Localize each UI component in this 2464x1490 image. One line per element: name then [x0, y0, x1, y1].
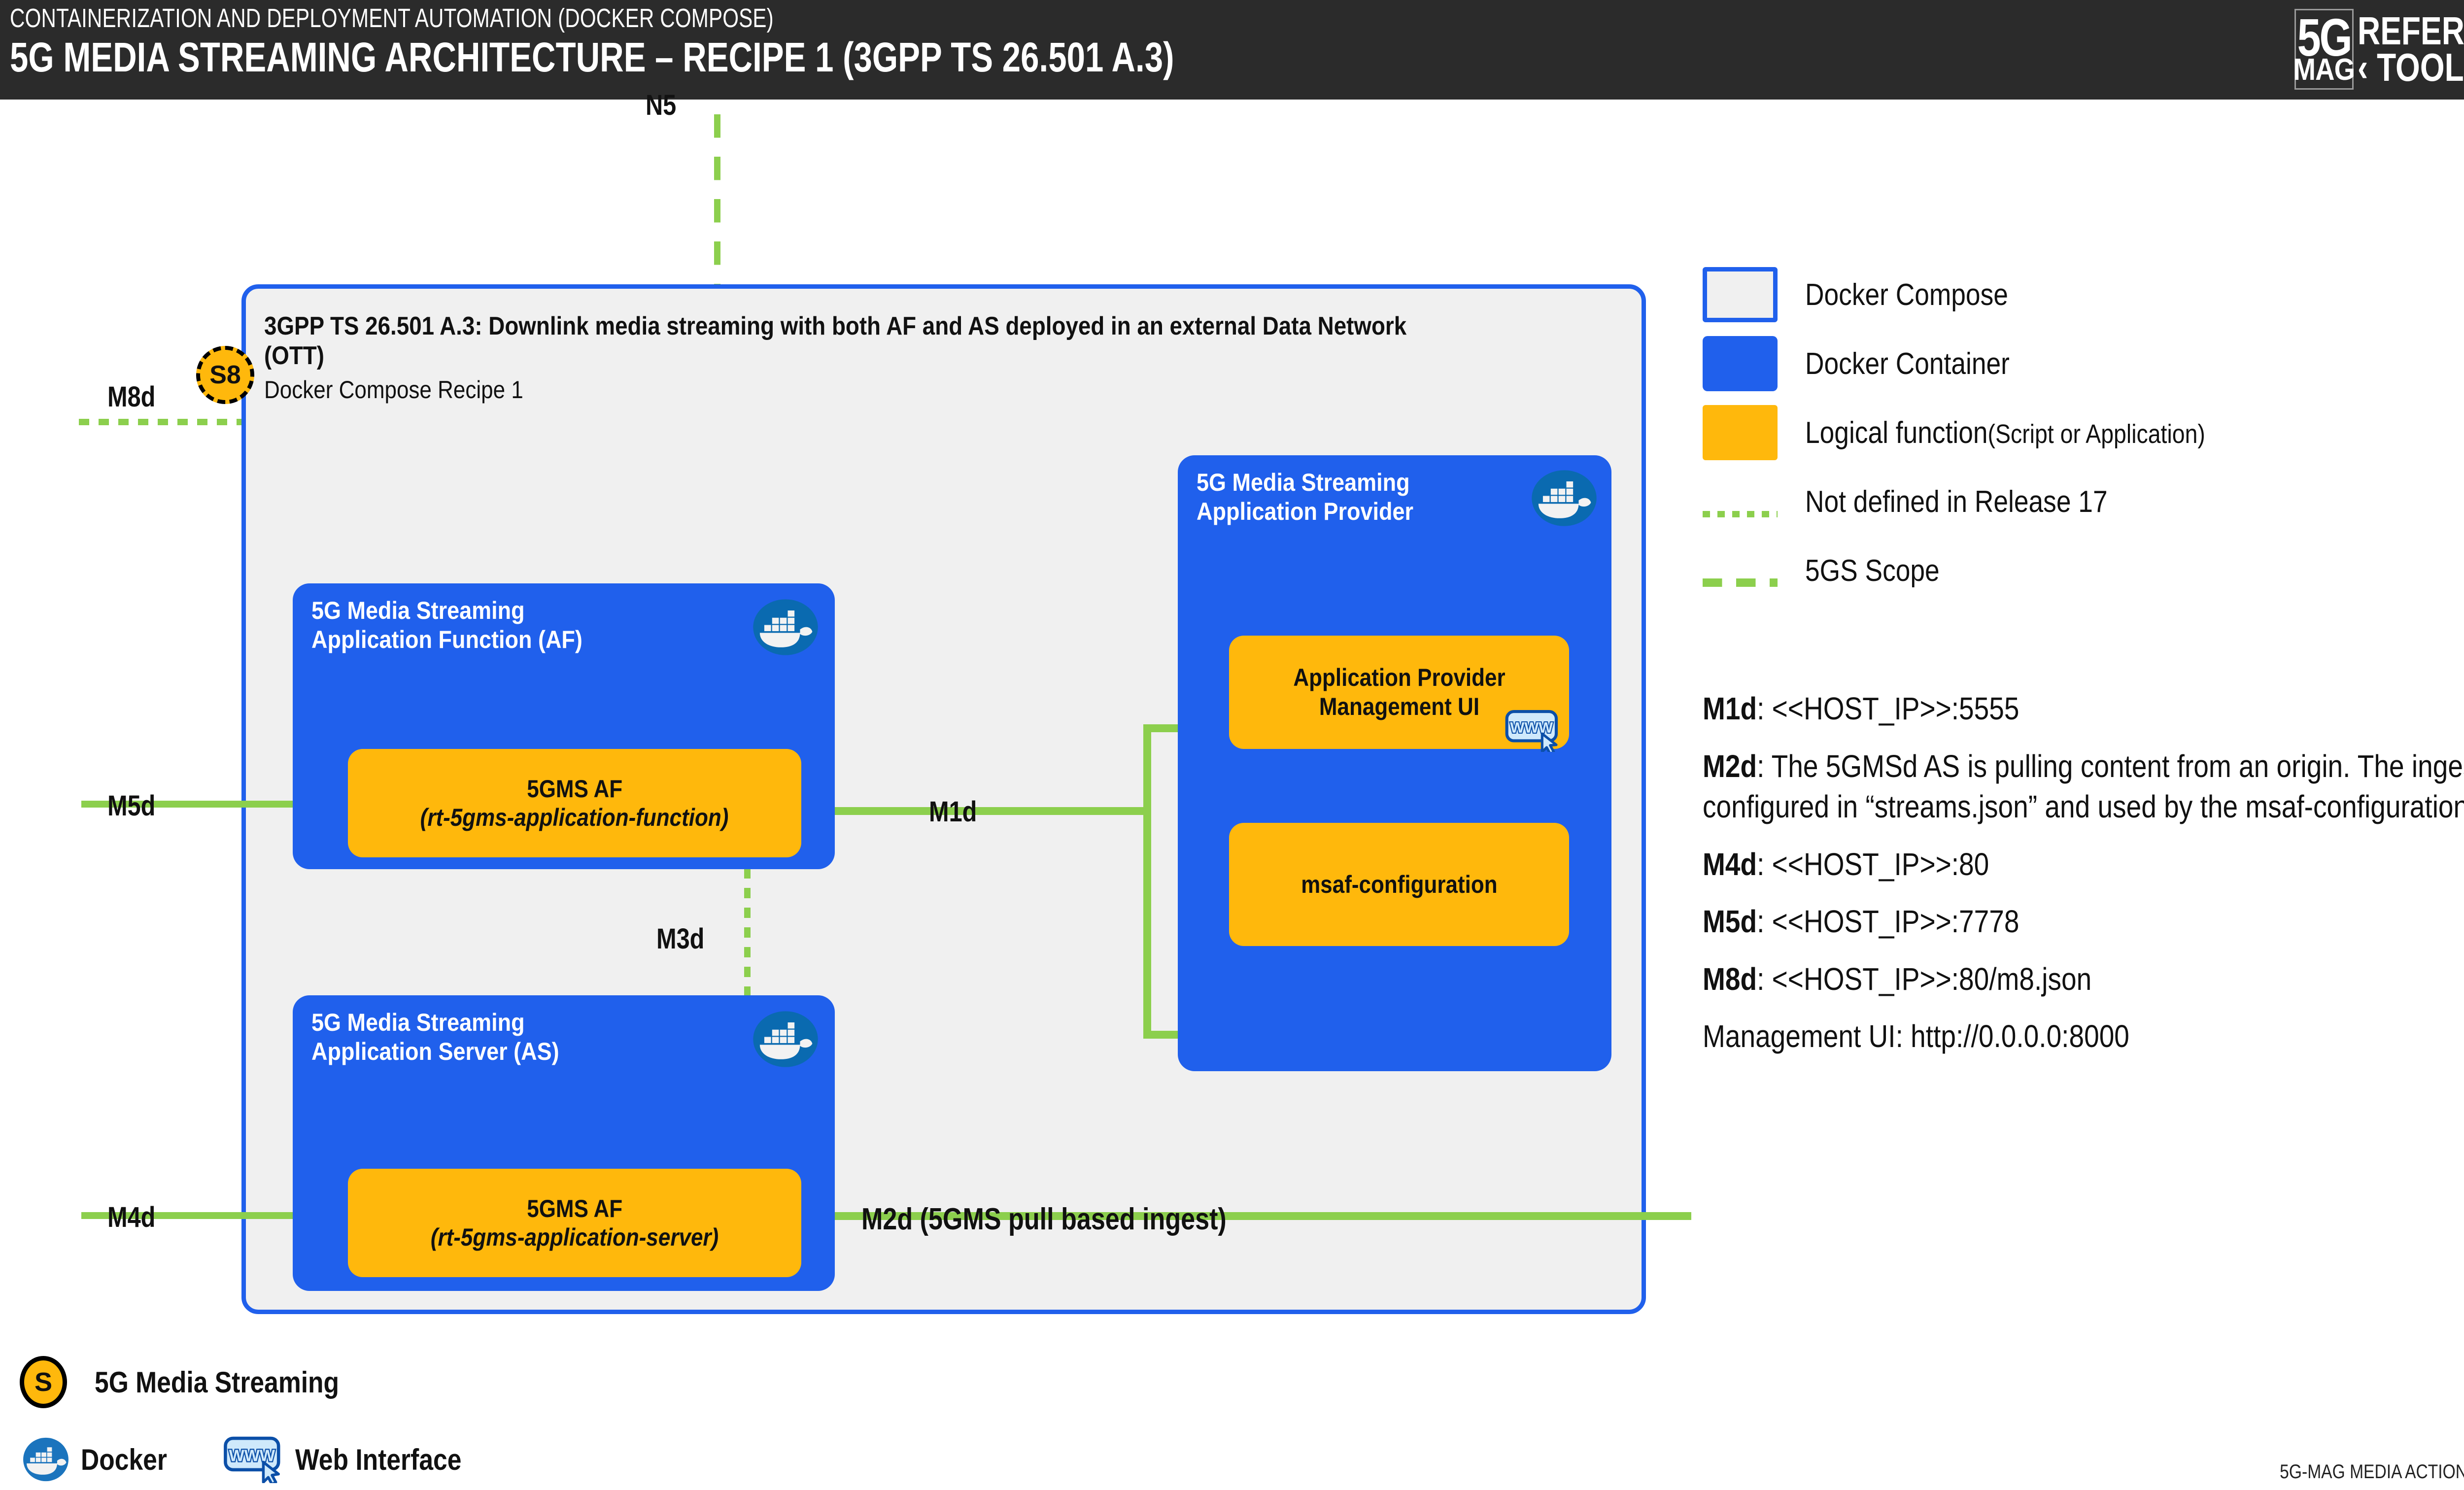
legend-panel: Docker Compose Docker Container Logical … — [1703, 267, 2464, 612]
interface-label-n5: N5 — [646, 89, 677, 121]
fn-as-line1: 5GMS AF — [527, 1195, 622, 1222]
container-application-server[interactable]: 5G Media Streaming Application Server (A… — [293, 995, 835, 1291]
note-m8d-key: M8d — [1703, 961, 1757, 997]
legend-item-docker-container: Docker Container — [1703, 336, 2464, 391]
www-web-interface-icon: WWW — [224, 1436, 280, 1483]
legend-item-logical-function: Logical function (Script or Application) — [1703, 405, 2464, 460]
bottom-legend-row-5gms: S 5G Media Streaming — [20, 1356, 489, 1408]
container-as-title: 5G Media Streaming Application Server (A… — [311, 1009, 559, 1065]
logo-mag-text: MAG — [2293, 52, 2355, 87]
note-mgmt-text: Management UI: http://0.0.0.0:8000 — [1703, 1018, 2129, 1054]
compose-caption-sub: Docker Compose Recipe 1 — [264, 376, 523, 404]
s-badge-icon: S — [20, 1356, 67, 1408]
legend-swatch-dotted-line-icon — [1703, 510, 1778, 517]
legend-label-5gs-scope: 5GS Scope — [1805, 553, 1940, 588]
bottom-legend-label-5gms: 5G Media Streaming — [95, 1365, 340, 1399]
docker-whale-icon — [23, 1437, 68, 1482]
legend-swatch-compose-icon — [1703, 267, 1778, 322]
container-provider-title: 5G Media Streaming Application Provider — [1197, 469, 1414, 525]
legend-label-docker-compose: Docker Compose — [1805, 277, 2008, 312]
note-m8d: M8d: <<HOST_IP>>:80/m8.json — [1703, 959, 2464, 1000]
copyright-footer: 5G-MAG MEDIA ACTION GROUP © 2025 — [2280, 1461, 2464, 1483]
brand-logo: 5G MAG REFERENCE ‹ TOOLS /› — [2293, 7, 2464, 92]
s8-badge: S8 — [196, 346, 254, 404]
legend-swatch-container-icon — [1703, 336, 1778, 391]
note-m2d-key: M2d — [1703, 748, 1757, 784]
www-web-interface-icon[interactable]: WWW — [1504, 710, 1566, 752]
logo-tools-text: ‹ TOOLS /› — [2357, 45, 2464, 89]
compose-caption-main: 3GPP TS 26.501 A.3: Downlink media strea… — [264, 312, 1407, 371]
m5d-connector-line — [81, 801, 342, 808]
legend-swatch-logical-icon — [1703, 405, 1778, 460]
svg-text:WWW: WWW — [229, 1446, 275, 1464]
legend-label-logical-function: Logical function (Script or Application) — [1805, 415, 2205, 450]
header-kicker: CONTAINERIZATION AND DEPLOYMENT AUTOMATI… — [10, 3, 774, 33]
note-m2d: M2d: The 5GMSd AS is pulling content fro… — [1703, 746, 2464, 827]
note-m4d-key: M4d — [1703, 846, 1757, 882]
container-application-function[interactable]: 5G Media Streaming Application Function … — [293, 583, 835, 869]
docker-whale-icon — [1532, 470, 1597, 526]
logical-function-management-ui[interactable]: Application Provider Management UI WWW — [1229, 636, 1569, 752]
logical-function-5gms-af[interactable]: 5GMS AF (rt-5gms-application-function) — [348, 749, 801, 857]
note-m5d-key: M5d — [1703, 904, 1757, 940]
note-m5d-text: : <<HOST_IP>>:7778 — [1757, 904, 2019, 940]
legend-label-docker-container: Docker Container — [1805, 346, 2010, 381]
legend-label-not-defined: Not defined in Release 17 — [1805, 484, 2108, 519]
note-m8d-text: : <<HOST_IP>>:80/m8.json — [1757, 961, 2092, 997]
logical-function-msaf-configuration[interactable]: msaf-configuration — [1229, 823, 1569, 946]
architecture-diagram: N5 M8d 3GPP TS 26.501 A.3: Downlink medi… — [0, 89, 2464, 1490]
svg-text:WWW: WWW — [1510, 719, 1553, 736]
note-m1d: M1d: <<HOST_IP>>:5555 — [1703, 688, 2464, 729]
page-title: 5G MEDIA STREAMING ARCHITECTURE – RECIPE… — [10, 34, 1174, 80]
fn-af-line2: (rt-5gms-application-function) — [420, 804, 729, 831]
legend-item-docker-compose: Docker Compose — [1703, 267, 2464, 322]
legend-label-logical-main: Logical function — [1805, 415, 1988, 450]
m1d-bracket-spine — [1143, 724, 1151, 1039]
bottom-legend-label-web: Web Interface — [295, 1443, 462, 1476]
logo-reference-text: REFERENCE — [2357, 9, 2464, 53]
legend-swatch-dashed-line-icon — [1703, 578, 1778, 587]
container-application-provider[interactable]: 5G Media Streaming Application Provider … — [1178, 455, 1611, 1071]
legend-item-5gs-scope: 5GS Scope — [1703, 543, 2464, 598]
fn-as-line2: (rt-5gms-application-server) — [430, 1223, 719, 1251]
page-header: CONTAINERIZATION AND DEPLOYMENT AUTOMATI… — [0, 0, 2464, 100]
note-management-ui: Management UI: http://0.0.0.0:8000 — [1703, 1016, 2464, 1057]
note-m4d-text: : <<HOST_IP>>:80 — [1757, 846, 1989, 882]
note-m1d-key: M1d — [1703, 691, 1757, 726]
logical-function-5gms-as[interactable]: 5GMS AF (rt-5gms-application-server) — [348, 1169, 801, 1277]
interface-label-m3d: M3d — [656, 923, 705, 955]
bottom-legend-label-docker: Docker — [81, 1443, 167, 1476]
m4d-connector-line — [81, 1212, 342, 1219]
bottom-legend: S 5G Media Streaming Docker WWW — [20, 1356, 489, 1483]
legend-item-not-defined: Not defined in Release 17 — [1703, 474, 2464, 529]
logo-mark-icon: 5G MAG — [2293, 7, 2355, 90]
container-af-title: 5G Media Streaming Application Function … — [311, 597, 582, 653]
m2d-connector-line — [794, 1212, 1691, 1220]
logo-5g-text: 5G — [2297, 7, 2352, 67]
fn-management-ui-label: Application Provider Management UI — [1293, 664, 1506, 720]
fn-af-line1: 5GMS AF — [527, 775, 622, 803]
note-m2d-text: : The 5GMSd AS is pulling content from a… — [1703, 748, 2464, 825]
fn-msaf-configuration-label: msaf-configuration — [1300, 870, 1498, 898]
interface-label-m1d: M1d — [929, 796, 977, 828]
note-m5d: M5d: <<HOST_IP>>:7778 — [1703, 901, 2464, 942]
docker-whale-icon — [753, 1011, 818, 1067]
interface-label-m4d: M4d — [107, 1201, 156, 1233]
interface-label-m5d: M5d — [107, 790, 156, 822]
note-m1d-text: : <<HOST_IP>>:5555 — [1757, 691, 2019, 726]
interface-label-m2d: M2d (5GMS pull based ingest) — [861, 1202, 1227, 1236]
interface-notes-panel: M1d: <<HOST_IP>>:5555 M2d: The 5GMSd AS … — [1703, 688, 2464, 1074]
m1d-connector-line — [814, 807, 1149, 815]
interface-label-m8d: M8d — [107, 381, 156, 413]
note-m4d: M4d: <<HOST_IP>>:80 — [1703, 844, 2464, 885]
docker-whale-icon — [753, 599, 818, 655]
logo-wordmark: REFERENCE ‹ TOOLS /› — [2357, 9, 2464, 89]
bottom-legend-row-icons: Docker WWW Web Interface — [20, 1436, 489, 1483]
legend-label-logical-paren: (Script or Application) — [1987, 419, 2205, 449]
